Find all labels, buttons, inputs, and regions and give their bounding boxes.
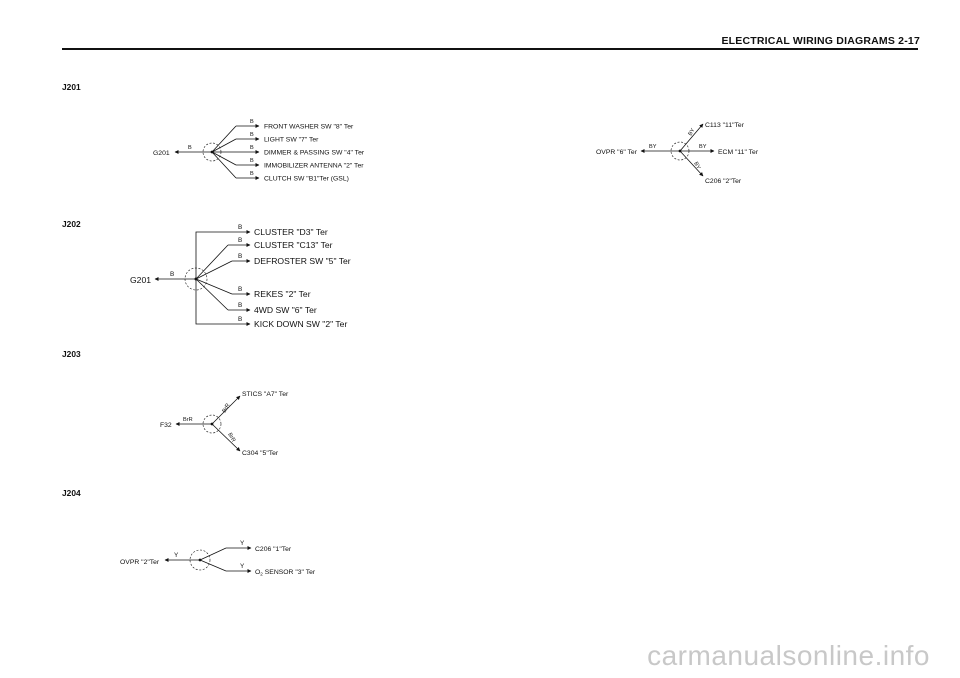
section-id-j201: J201 [62,82,81,92]
j201-branch-1-label: FRONT WASHER SW "8" Ter [264,124,354,131]
header-rule [62,48,918,50]
j202-branch-1-wire [195,230,251,279]
j201-source-label: G201 [153,150,170,157]
splice-j203: J203 F32 BrR BrR STICS "A7" Ter BrR C304… [62,349,289,457]
jr-branch-3-color: BY [692,161,701,171]
jr-branch-1-label: C113 "11"Ter [705,122,745,129]
j203-branch-1-wire [211,395,241,425]
jr-branch-1-wire [679,123,704,152]
j201-branch-5-color: B [250,171,254,177]
j204-source-wire-color: Y [174,552,179,559]
watermark-text: carmanualsonline.info [647,640,930,671]
j202-branch-5-label: 4WD SW "6" Ter [254,305,317,315]
j201-branch-1-color: B [250,119,254,125]
j204-splice-ring [189,549,211,571]
section-id-j204: J204 [62,488,81,498]
j202-branch-3-color: B [238,253,242,260]
j202-branch-5-diag [195,278,229,311]
jr-branch-3-wire [679,150,704,177]
section-id-j203: J203 [62,349,81,359]
j202-branch-3-label: DEFROSTER SW "5" Ter [254,256,351,266]
j202-branch-1-color: B [238,224,242,231]
j201-branch-5-diag [211,151,237,179]
j201-branch-2-diag [211,138,237,153]
splice-ovpr6: OVPR "6" Ter BY BY C113 "11"Ter BY ECM "… [596,122,759,185]
j202-branch-6-color: B [238,316,242,323]
j204-branch-2-label: O2 SENSOR "3" Ter [255,569,316,577]
j202-branch-6-wire [195,279,251,326]
j204-branch-2-label-rest: SENSOR "3" Ter [263,569,316,576]
j202-branch-3-diag [195,260,233,280]
j202-branch-2-color: B [238,237,242,244]
j204-branch-1-color: Y [240,540,245,547]
jr-branch-2-label: ECM "11" Ter [718,149,759,156]
j202-branch-4-label: REKES "2" Ter [254,289,311,299]
j204-branch-2-color: Y [240,563,245,570]
splice-j202: J202 G201 B B CLUSTER "D3" Ter B CLUSTER… [62,219,351,329]
jr-branch-2-color: BY [699,144,707,150]
j202-branch-2-label: CLUSTER "C13" Ter [254,240,333,250]
j201-branch-1-diag [211,125,237,153]
splice-j201: J201 G201 B B FRONT WASHER SW "8" Ter B … [62,82,365,183]
j204-branch-2-label-prefix: O [255,569,260,576]
j204-branch-1-diag [199,547,227,561]
j203-source-label: F32 [160,422,172,429]
j201-branch-4-color: B [250,158,254,164]
j201-source-wire-color: B [188,145,192,151]
j204-branch-2-label-sub: 2 [260,572,263,577]
page-header-title: ELECTRICAL WIRING DIAGRAMS 2-17 [721,35,920,47]
j203-branch-1-color: BrR [222,403,232,414]
jr-branch-1-color: BY [688,127,697,137]
j202-branch-1-label: CLUSTER "D3" Ter [254,227,328,237]
j201-branch-4-label: IMMOBILIZER ANTENNA "2" Ter [264,163,364,170]
j204-branch-2-diag [199,559,227,572]
j202-source-label: G201 [130,275,151,285]
j201-branch-2-label: LIGHT SW "7" Ter [264,137,319,144]
section-id-j202: J202 [62,219,81,229]
j203-branch-2-color: BrR [226,432,236,443]
j201-branch-4-diag [211,151,237,166]
jr-source-wire-color: BY [649,144,657,150]
splice-j204: J204 OVPR "2"Ter Y Y C206 "1"Ter Y O2 SE… [62,488,316,577]
j203-splice-ring [202,414,222,434]
jr-branch-3-label: C206 "2"Ter [705,178,742,185]
j203-source-wire-color: BrR [183,417,193,423]
j203-branch-2-label: C304 "5"Ter [242,450,279,457]
j203-branch-1-label: STICS "A7" Ter [242,391,289,398]
j204-branch-1-label: C206 "1"Ter [255,546,292,553]
j201-branch-5-label: CLUTCH SW "B1"Ter (GSL) [264,176,349,183]
j204-source-label: OVPR "2"Ter [120,559,160,566]
j201-branch-2-color: B [250,132,254,138]
j201-branch-3-color: B [250,145,254,151]
j203-branch-2-wire [211,423,241,452]
j202-branch-4-color: B [238,286,242,293]
j202-source-wire-color: B [170,271,174,278]
j202-branch-4-diag [195,278,233,295]
j202-branch-5-color: B [238,302,242,309]
j202-branch-2-diag [195,244,229,280]
jr-source-label: OVPR "6" Ter [596,149,638,156]
j201-branch-3-label: DIMMER & PASSING SW "4" Ter [264,150,365,157]
j202-branch-6-label: KICK DOWN SW "2" Ter [254,319,347,329]
